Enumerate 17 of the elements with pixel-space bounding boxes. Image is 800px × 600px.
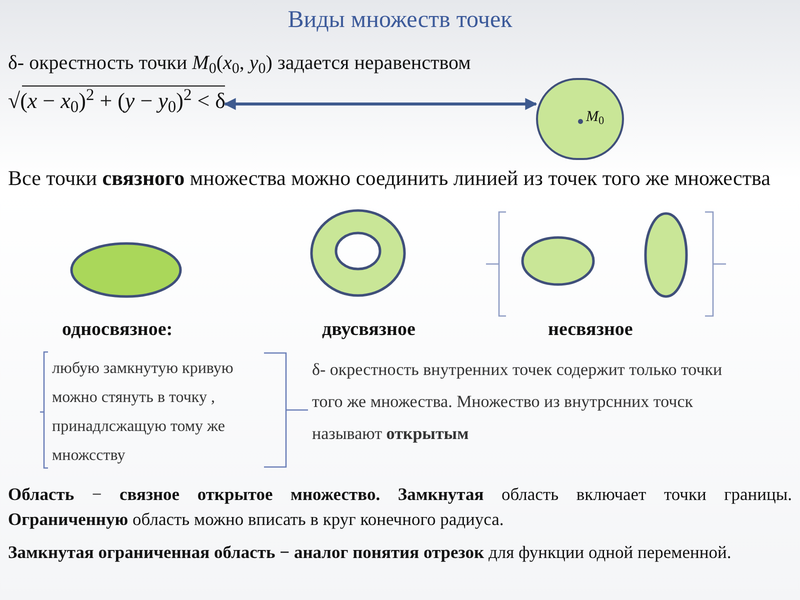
caption: односвязное: <box>62 318 174 342</box>
text-paragraph: Все точки связного множества можно соединить линией из точек того же множества <box>8 165 772 192</box>
ellipse-shape <box>521 236 595 286</box>
caption: несвязное <box>548 318 634 342</box>
text-paragraph: Замкнутая ограниченная область − аналог понятия отрезок для функции одной переменной. <box>8 541 732 564</box>
text-paragraph: δ- окрестность внутренних точек содержит только точки того же множества. Множество из внутрснних точск называют открытым <box>312 359 724 445</box>
point-label: M$_{0}$ <box>586 108 604 128</box>
text-paragraph: Область − связное открытое множество. Замкнутая область включает точки границы. Ограниченную область можно вписать в круг конечного радиуса. <box>8 483 792 531</box>
ring-shape <box>310 209 406 297</box>
text-paragraph: любую замкнутую кривую можно стянуть в точку , принадлсжащую тому же множсству <box>52 359 234 466</box>
double-arrow <box>224 98 538 110</box>
text-paragraph: δ- окрестность точки M$_{0}$(x$_{0}$, y$_{0}$) задается неравенством <box>8 51 472 76</box>
ellipse-shape <box>70 242 182 298</box>
ellipse-shape <box>644 212 688 298</box>
formula: √(x − x$_{0}$)$^{2}$ + (y − y$_{0}$)$^{2}$ < δ <box>8 84 226 120</box>
slide-title: Виды множеств точек <box>286 6 514 35</box>
caption: двусвязное <box>322 318 416 342</box>
